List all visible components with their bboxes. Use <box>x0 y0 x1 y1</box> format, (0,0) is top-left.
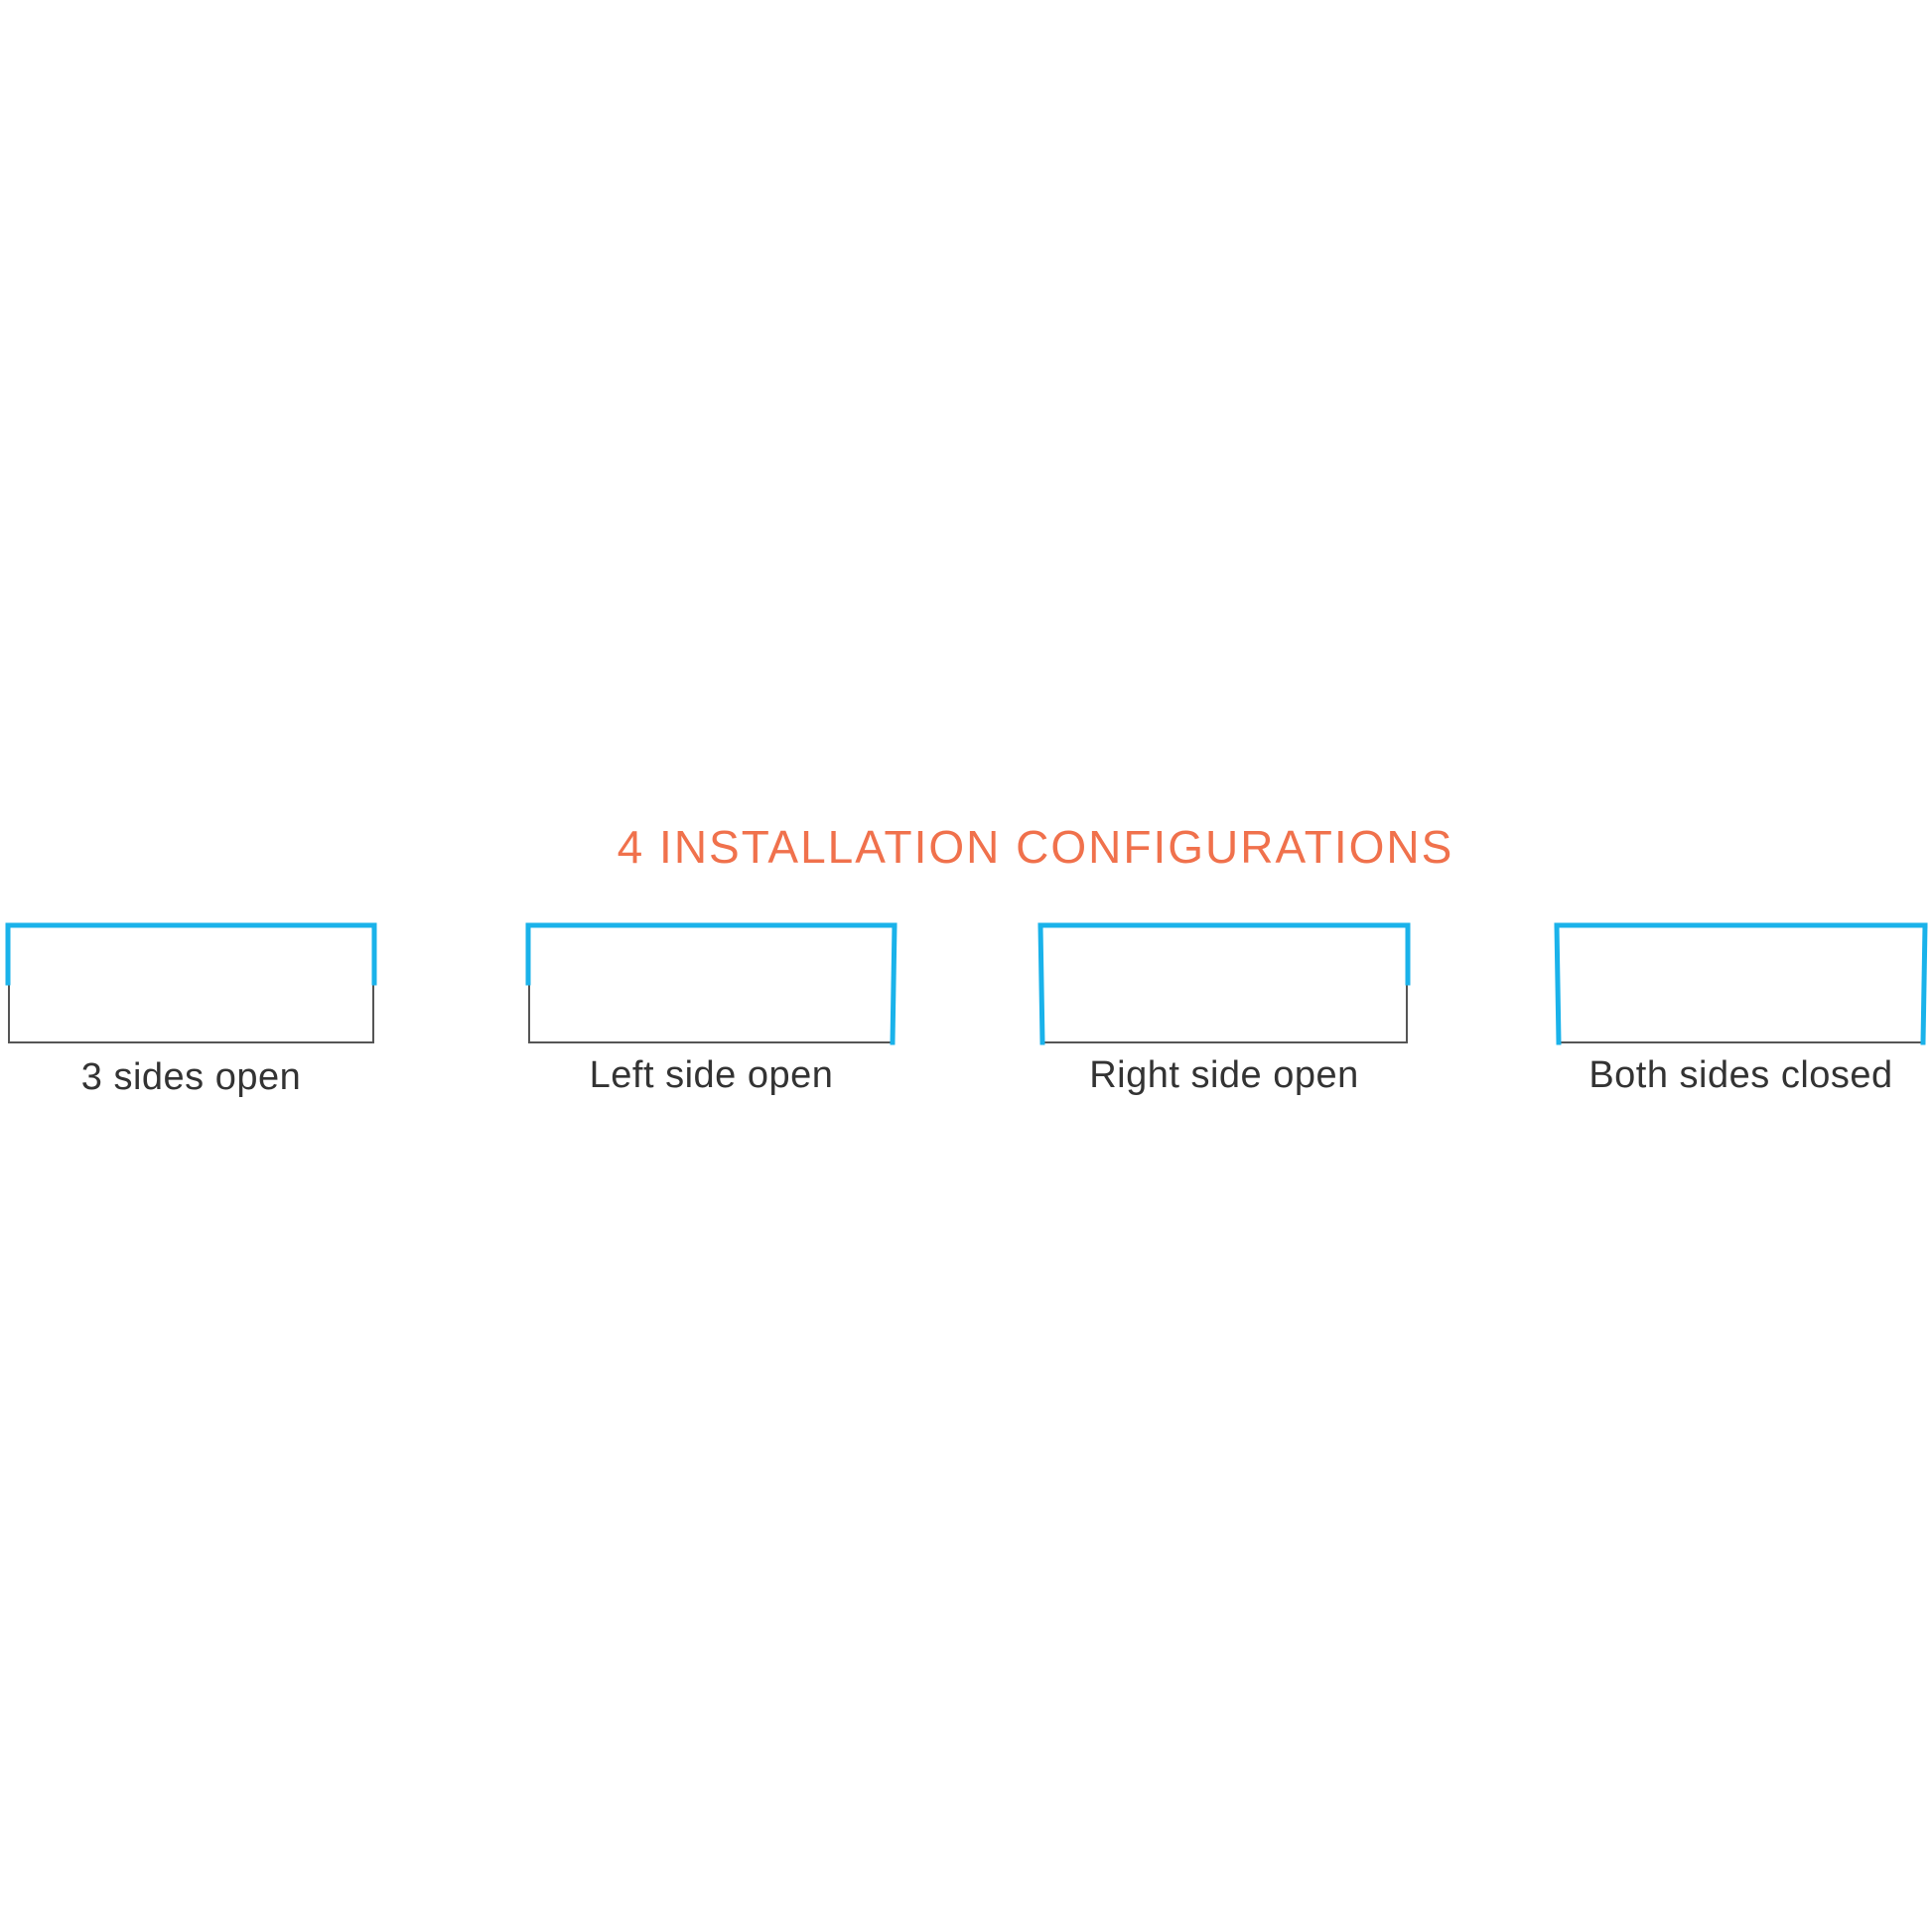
config-diagram-3-sides-open <box>5 922 377 1043</box>
config-diagram-both-sides-closed <box>1554 922 1928 1045</box>
config-label-right-side-open: Right side open <box>1089 1054 1359 1096</box>
config-label-3-sides-open: 3 sides open <box>80 1056 302 1098</box>
config-diagram-left-side-open <box>525 922 897 1045</box>
config-diagram-right-side-open <box>1037 922 1411 1045</box>
covered-right-side <box>890 922 897 1045</box>
covered-left-side <box>1037 922 1045 1045</box>
covered-left-side <box>1554 922 1562 1045</box>
config-label-both-sides-closed: Both sides closed <box>1588 1054 1893 1096</box>
covered-right-side <box>1920 922 1928 1045</box>
config-label-left-side-open: Left side open <box>589 1054 834 1096</box>
page-title: 4 INSTALLATION CONFIGURATIONS <box>617 821 1454 873</box>
